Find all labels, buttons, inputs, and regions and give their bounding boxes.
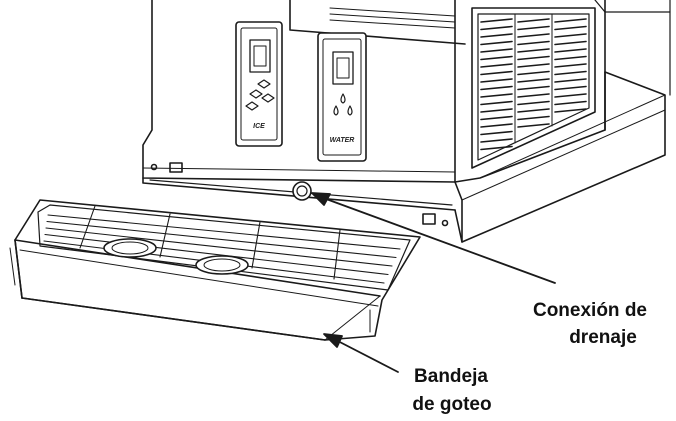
grille-slat [517,18,550,23]
grille-slat [480,145,513,151]
grille-slat [480,130,513,136]
water-display [332,51,354,85]
ice-dispense-panel: ICE [235,21,283,147]
grille-slat [554,33,587,38]
drip-tray [9,199,421,341]
grate-divider [159,213,171,258]
grate-bar [44,233,389,276]
grate-divider [333,229,341,280]
foot-slot-right [422,213,436,225]
grille-slat [554,100,587,106]
grille-slat [517,63,550,68]
grille-slat [480,63,513,68]
grille-slat [480,85,513,91]
water-dispense-panel: WATER [317,32,367,162]
grille-slat [517,93,550,98]
grille-slat [480,100,513,106]
grille-slat [554,18,587,23]
grille-slat [517,40,550,46]
water-label: WATER [330,137,355,144]
grille-slat [480,55,513,61]
ice-label: ICE [253,123,265,130]
grille-slat [480,108,513,113]
grille-slat [554,63,587,68]
tray-label-line2: de goteo [412,394,491,415]
foot-slot-left [169,162,183,173]
grille-slat [554,70,587,76]
grate-bar [47,214,401,250]
tray-callout-arrow [323,333,399,373]
grille-slat [517,108,550,113]
grille-slat [480,93,513,98]
grille-slat [480,70,513,76]
ice-cubes-icon [245,79,275,111]
grille-slat [517,100,550,106]
grille-slat [517,25,550,31]
grille-slat [517,115,550,121]
grate-divider [79,205,96,249]
grille-slat [517,33,550,38]
grille-slat [517,55,550,61]
drain-label-line2: drenaje [569,327,637,348]
drain-callout-arrow [311,192,556,284]
grille-slat [554,108,587,113]
grille-slat [480,25,513,31]
grille-slat [554,78,587,83]
grille-slat [554,48,587,53]
grille-slat [480,33,513,38]
grille-slat [480,123,513,128]
center-housing [289,0,466,45]
grille-slat [554,93,587,98]
water-drops-icon [333,93,353,116]
grille-slat [517,48,550,53]
tray-label-line1: Bandeja [414,366,488,387]
ice-display [249,39,271,73]
grille-slat [517,70,550,76]
screw-left [150,163,158,171]
grille-slat [554,25,587,31]
grille-slat [517,78,550,83]
grille-slat [480,115,513,121]
grille-slat [480,48,513,53]
grate-divider [251,221,261,269]
screw-right [441,219,449,227]
grille-slat [480,78,513,83]
drain-connection [292,181,312,201]
grille-slat [554,40,587,46]
grate-bar [45,227,393,267]
drain-label-line1: Conexión de [533,300,647,321]
grille-slat [517,123,550,128]
grille-slat [480,138,513,143]
grille-slat [480,18,513,23]
grille-slat [480,40,513,46]
grille-slat [554,55,587,61]
grille-slat [554,85,587,91]
vent-grille [471,7,596,169]
grille-slat [517,85,550,91]
